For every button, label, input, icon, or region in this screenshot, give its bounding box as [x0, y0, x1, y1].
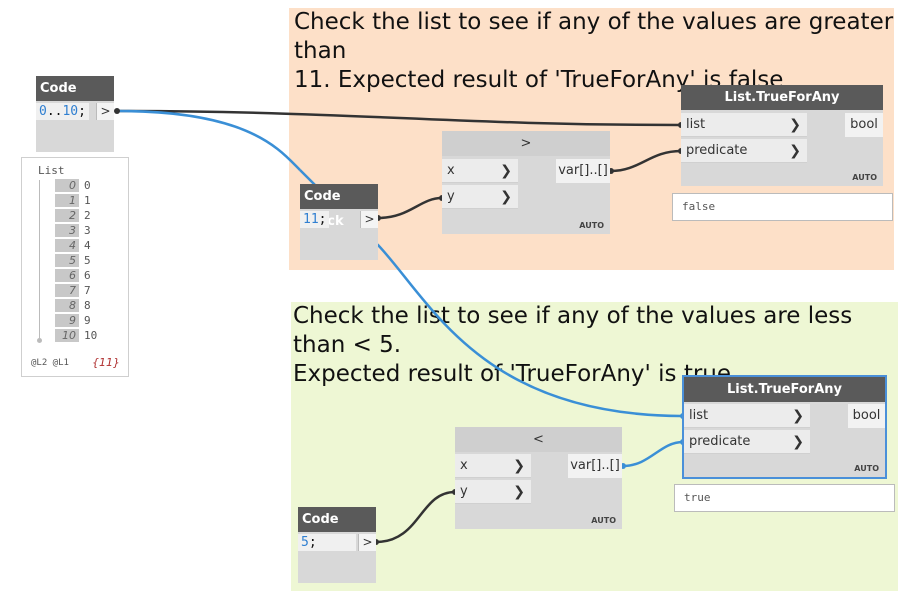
wire-11-to-y	[377, 196, 443, 220]
trueforany-top-node[interactable]: List.TrueForAny list❯ predicate❯ bool AU…	[681, 85, 883, 186]
wire-range-to-x-top	[117, 109, 301, 171]
code-semicolon: ;	[318, 212, 327, 227]
lacing-label: AUTO	[591, 516, 616, 525]
chevron-right-icon: ❯	[500, 189, 512, 205]
trueforany-bottom-node[interactable]: List.TrueForAny list❯ predicate❯ bool AU…	[682, 375, 887, 479]
output-port[interactable]: >	[358, 534, 376, 551]
chevron-right-icon: ❯	[513, 484, 525, 500]
input-port-y[interactable]: y❯	[455, 480, 531, 504]
node-title: <	[455, 427, 622, 452]
input-port-x[interactable]: x❯	[442, 159, 518, 183]
output-port[interactable]: bool	[848, 404, 885, 428]
lacing-label: AUTO	[579, 221, 604, 230]
node-title: Code Block	[298, 507, 376, 552]
result-preview-top: false	[672, 193, 893, 221]
code-block-11-node[interactable]: Code Block 11; >	[300, 184, 378, 260]
code-value: 11	[303, 212, 319, 227]
group-title-greater: Check the list to see if any of the valu…	[294, 9, 894, 93]
code-editor[interactable]: 0..10;	[36, 103, 89, 120]
chevron-right-icon: ❯	[792, 408, 804, 424]
wire-range-to-list-top	[117, 109, 682, 127]
chevron-right-icon: ❯	[792, 434, 804, 450]
wire-less-to-predicate	[622, 440, 684, 468]
chevron-right-icon: ❯	[513, 458, 525, 474]
group-title-less: Check the list to see if any of the valu…	[293, 303, 853, 387]
code-editor[interactable]: 5;	[298, 534, 356, 551]
input-port-y[interactable]: y❯	[442, 185, 518, 209]
wire-greater-to-predicate	[610, 149, 682, 173]
input-port-list[interactable]: list❯	[681, 113, 807, 137]
code-editor[interactable]: 11;	[300, 211, 330, 228]
lacing-label: AUTO	[852, 173, 877, 182]
node-title: Code Block	[36, 76, 114, 121]
code-block-range-node[interactable]: Code Block 0..10; >	[36, 76, 114, 152]
code-semicolon: ;	[308, 535, 317, 550]
chevron-right-icon: ❯	[789, 143, 801, 159]
watch-header: List	[38, 164, 65, 177]
output-port[interactable]: >	[96, 103, 114, 120]
code-block-5-node[interactable]: Code Block 5; >	[298, 507, 376, 583]
input-port-predicate[interactable]: predicate❯	[681, 139, 807, 163]
input-port-list[interactable]: list❯	[684, 404, 810, 428]
greater-than-node[interactable]: > x❯ y❯ var[]..[] AUTO	[442, 131, 610, 234]
output-port[interactable]: bool	[845, 113, 883, 137]
lacing-label: AUTO	[854, 464, 879, 473]
output-port[interactable]: var[]..[]	[556, 159, 610, 183]
node-title: >	[442, 131, 610, 156]
code-value: 5	[301, 535, 309, 550]
chevron-right-icon: ❯	[500, 163, 512, 179]
less-than-node[interactable]: < x❯ y❯ var[]..[] AUTO	[455, 427, 622, 529]
tree-line	[39, 180, 40, 340]
watch-count: {11}	[92, 356, 120, 369]
node-title: Code Block	[300, 184, 378, 229]
node-title: List.TrueForAny	[684, 377, 885, 402]
watch-levels: @L2 @L1	[31, 358, 69, 368]
result-preview-bottom: true	[674, 484, 895, 512]
code-end: 10	[62, 104, 79, 119]
chevron-right-icon: ❯	[789, 117, 801, 133]
output-port[interactable]: >	[360, 211, 378, 228]
input-port-x[interactable]: x❯	[455, 454, 531, 478]
code-start: 0	[39, 104, 47, 119]
input-port-predicate[interactable]: predicate❯	[684, 430, 810, 454]
node-title: List.TrueForAny	[681, 85, 883, 110]
code-semicolon: ;	[78, 104, 86, 119]
output-port[interactable]: var[]..[]	[568, 454, 622, 478]
code-op: ..	[46, 104, 63, 119]
tree-dot	[37, 338, 42, 343]
wire-5-to-y	[375, 490, 456, 544]
